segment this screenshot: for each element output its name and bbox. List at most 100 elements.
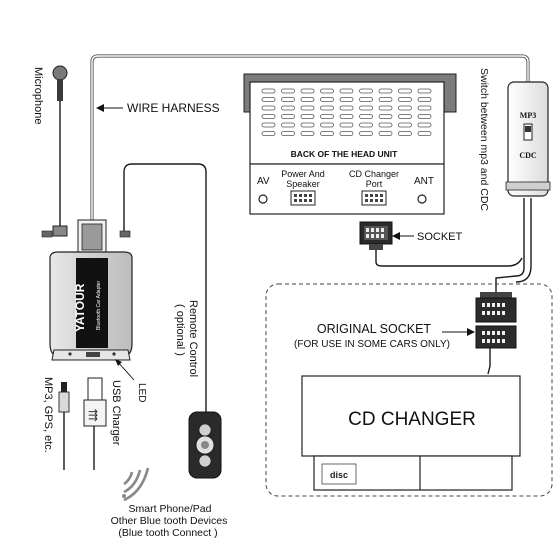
adapter-subtitle: Bluetooth Car Adapter (96, 280, 102, 330)
socket-cable (375, 250, 523, 267)
vent-slot (300, 88, 315, 94)
power-speaker-label-2: Speaker (286, 179, 320, 189)
led-callout: LED (115, 359, 147, 402)
bluetooth-devices: Smart Phone/Pad Other Blue tooth Devices… (111, 467, 228, 539)
vent-slot (398, 88, 412, 94)
vent-slot (398, 97, 412, 102)
vent-slot (417, 105, 432, 111)
aux-plug: MP3, GPS, etc. (42, 377, 70, 453)
usb-plug: ⇶ USB Charger (83, 377, 122, 446)
vent-slot (339, 122, 354, 128)
vent-slot (359, 122, 373, 128)
vent-slot (359, 131, 373, 136)
switch-to-socket-cable (495, 198, 525, 292)
remote-control: Remote Control ( optional ) (174, 300, 222, 479)
vent-slot (261, 105, 276, 111)
vent-slot (378, 114, 393, 119)
head-unit-title: BACK OF THE HEAD UNIT (291, 149, 399, 159)
vent-slot (281, 131, 295, 136)
vent-slot (398, 105, 412, 111)
vent-slot (320, 131, 334, 136)
led-icon (112, 352, 116, 356)
cd-changer-label: CD CHANGER (348, 409, 476, 430)
ant-jack-icon (417, 194, 427, 204)
vent-slot (261, 122, 276, 128)
vent-slot (320, 105, 334, 111)
vent-slot (339, 105, 354, 111)
vent-slot (417, 131, 432, 136)
vent-slot (320, 122, 334, 128)
vent-slot (300, 105, 315, 111)
vent-slot (359, 88, 373, 94)
vent-slot (320, 88, 334, 94)
vent-slot (300, 114, 315, 119)
vent-slot (359, 97, 373, 102)
vent-slot (320, 114, 334, 119)
wires (59, 54, 532, 470)
head-unit-socket: SOCKET (359, 221, 463, 250)
switch-mp3-label: MP3 (520, 111, 536, 120)
vent-slot (281, 114, 295, 119)
adapter-brand: YATOUR (73, 283, 87, 332)
vent-slot (359, 105, 373, 111)
led-label: LED (136, 383, 147, 402)
vent-slot (339, 88, 354, 94)
av-label: AV (257, 176, 270, 187)
power-speaker-port (290, 190, 316, 206)
wire-harness-label: WIRE HARNESS (127, 101, 220, 115)
remote-cable (123, 163, 207, 414)
adapter-label-panel (76, 258, 108, 348)
vent-slot (339, 131, 354, 136)
vent-slot (339, 114, 354, 119)
bt-connect-label: (Blue tooth Connect ) (118, 527, 217, 539)
vent-slot (378, 88, 393, 94)
for-use-label: (FOR USE IN SOME CARS ONLY) (294, 339, 450, 350)
vent-slot (261, 131, 276, 136)
vent-slot (339, 97, 354, 102)
vent-slot (378, 97, 393, 102)
socket-label: SOCKET (417, 231, 463, 243)
vent-slot (261, 88, 276, 94)
head-unit: BACK OF THE HEAD UNIT AV Power And Speak… (243, 73, 457, 215)
remote-control-label: Remote Control (187, 300, 199, 377)
vent-slot (398, 114, 412, 119)
vent-grille (261, 88, 432, 136)
changer-area-border (265, 283, 553, 497)
vent-slot (398, 131, 412, 136)
vent-slot (300, 97, 315, 102)
other-bt-label: Other Blue tooth Devices (111, 515, 228, 527)
cd-port-label-1: CD Changer (349, 169, 399, 179)
vent-slot (261, 97, 276, 102)
vent-slot (417, 88, 432, 94)
vent-slot (417, 97, 432, 102)
vent-slot (378, 105, 393, 111)
vent-slot (300, 122, 315, 128)
vent-slot (417, 122, 432, 128)
vent-slot (378, 122, 393, 128)
cd-changer-port (361, 190, 387, 206)
mp3-gps-label: MP3, GPS, etc. (42, 377, 54, 453)
bluetooth-adapter: YATOUR Bluetooth Car Adapter (41, 219, 133, 361)
original-socket-label: ORIGINAL SOCKET (317, 322, 432, 336)
vent-slot (320, 97, 334, 102)
vent-slot (281, 97, 295, 102)
switch-cdc-label: CDC (519, 151, 537, 160)
microphone: Microphone (32, 65, 68, 237)
cd-logo: disc (330, 470, 348, 480)
vent-slot (281, 122, 295, 128)
vent-slot (398, 122, 412, 128)
vent-slot (281, 88, 295, 94)
wire-harness-callout: WIRE HARNESS (96, 101, 220, 115)
vent-slot (261, 114, 276, 119)
wireless-signal-icon (123, 467, 150, 502)
microphone-label: Microphone (32, 67, 44, 124)
switch-description: Switch between mp3 and CDC (478, 68, 490, 211)
ant-label: ANT (414, 176, 434, 187)
cd-port-label-2: Port (366, 179, 383, 189)
smart-phone-label: Smart Phone/Pad (129, 503, 212, 515)
usb-icon: ⇶ (88, 408, 98, 422)
microphone-head-icon (52, 65, 68, 81)
mode-switch: MP3 CDC Switch between mp3 and CDC (478, 68, 551, 211)
vent-slot (417, 114, 432, 119)
